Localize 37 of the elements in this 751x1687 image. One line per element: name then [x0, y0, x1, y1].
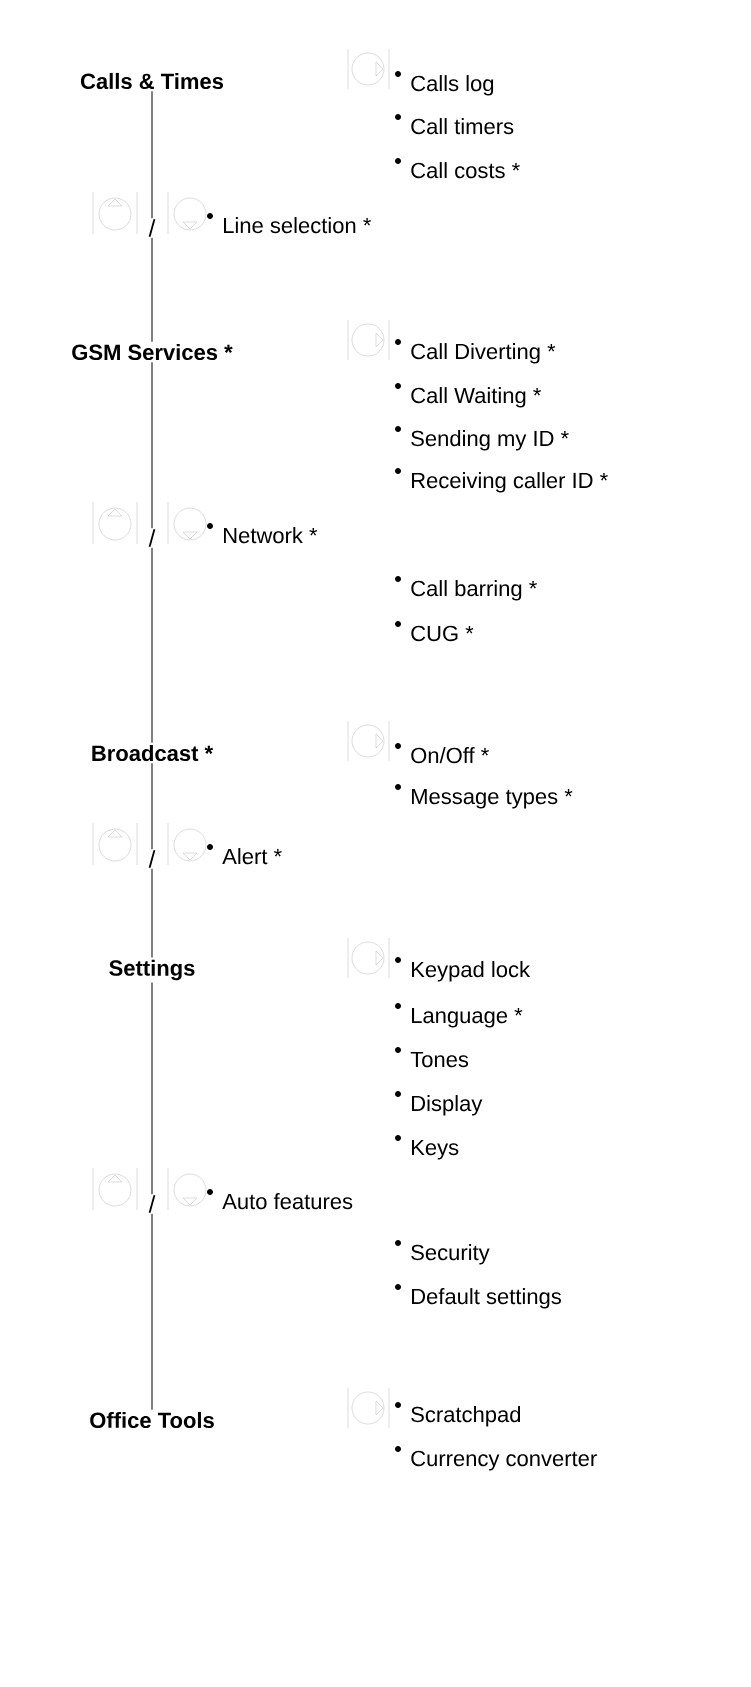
menu-item: Call costs * — [411, 162, 520, 179]
connector-line — [151, 90, 153, 343]
menu-item: Default settings — [412, 1288, 561, 1309]
menu-item: Keypad lock — [412, 961, 531, 982]
menu-item: Scratchpad — [411, 1406, 521, 1427]
menu-item: Display — [412, 1095, 483, 1116]
menu-heading: Office Tools — [90, 1411, 214, 1429]
menu-item: Calls log — [411, 75, 494, 96]
connector-line — [151, 982, 153, 1411]
menu-item: Message types * — [412, 788, 573, 809]
menu-item: Auto features — [222, 1193, 353, 1210]
menu-item: Call Diverting * — [411, 343, 556, 364]
menu-item: Language * — [412, 1007, 523, 1028]
menu-item: Call Waiting * — [411, 387, 542, 408]
menu-item: Call barring * — [411, 580, 537, 601]
menu-item: Tones — [410, 1051, 469, 1068]
connector-line — [151, 361, 153, 744]
edge-label: / — [147, 849, 157, 869]
menu-item: Keys — [412, 1139, 459, 1160]
menu-item: Call timers — [411, 118, 514, 135]
menu-item: Security — [411, 1244, 490, 1265]
menu-item: Sending my ID * — [411, 430, 569, 451]
menu-item: CUG * — [411, 625, 474, 642]
menu-item: On/Off * — [411, 747, 489, 764]
edge-label: / — [147, 528, 157, 548]
connector-line — [151, 762, 153, 958]
menu-item: Line selection * — [224, 217, 371, 234]
menu-heading: Settings — [109, 959, 195, 981]
menu-item: Alert * — [222, 848, 282, 865]
menu-item: Currency converter — [411, 1450, 597, 1471]
menu-item: Network * — [224, 527, 318, 544]
menu-heading: Broadcast * — [92, 744, 214, 762]
menu-heading: Calls & Times — [80, 72, 224, 90]
menu-heading: GSM Services * — [72, 343, 233, 361]
edge-label: / — [147, 1194, 157, 1214]
menu-item: Receiving caller ID * — [412, 472, 608, 493]
edge-label: / — [147, 218, 157, 238]
